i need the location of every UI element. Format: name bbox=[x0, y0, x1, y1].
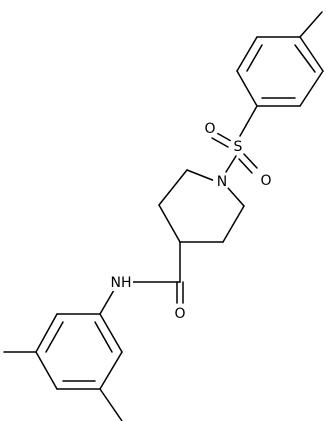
sulfonyl-oxygen-left-atom: O bbox=[201, 119, 219, 137]
bond-piperidine-5 bbox=[222, 205, 245, 243]
bond-piperidine-3 bbox=[158, 204, 181, 243]
sulfonyl-oxygen-left-label: O bbox=[204, 121, 215, 137]
bond-aryl-double-1 bbox=[94, 321, 113, 353]
bond-aryl-methyl-right bbox=[99, 388, 123, 421]
sulfonyl-oxygen-bottom-atom: O bbox=[257, 171, 275, 189]
amide-nitrogen-label: NH bbox=[111, 275, 132, 291]
piperidine-nitrogen-label: N bbox=[217, 174, 227, 190]
bond-tolyl-5 bbox=[236, 36, 258, 72]
carbonyl-oxygen-label: O bbox=[174, 306, 185, 322]
sulfur-atom: S bbox=[229, 137, 247, 155]
bond-aryl-1 bbox=[99, 313, 123, 353]
carbonyl-oxygen-atom: O bbox=[171, 304, 189, 322]
bond-tolyl-2 bbox=[299, 70, 324, 107]
bond-tolyl-double-1 bbox=[294, 44, 316, 73]
bond-ring-to-sulfur bbox=[239, 105, 258, 137]
piperidine-nitrogen-atom: N bbox=[213, 172, 231, 190]
bond-aryl-double-3 bbox=[45, 321, 64, 353]
bond-layer bbox=[3, 11, 324, 421]
amide-nitrogen-atom: NH bbox=[109, 273, 133, 291]
bond-sulfur-oxygen-left-b bbox=[211, 137, 229, 148]
bond-tolyl-double-3 bbox=[246, 44, 263, 72]
bond-sulfur-oxygen-bottom-b bbox=[238, 158, 253, 174]
bond-aryl-5 bbox=[35, 313, 58, 353]
bond-piperidine-6 bbox=[227, 187, 245, 207]
bond-tolyl-4 bbox=[236, 70, 258, 107]
bond-sulfur-oxygen-bottom-a bbox=[243, 153, 258, 169]
sulfur-label: S bbox=[234, 139, 243, 155]
bond-piperidine-2 bbox=[158, 169, 188, 206]
bond-aryl-2 bbox=[99, 351, 123, 390]
bond-top-methyl bbox=[299, 11, 323, 38]
bond-sulfur-to-nitrogen bbox=[225, 155, 237, 173]
atom-label-layer: S O O N NH O bbox=[109, 119, 275, 322]
bond-amide-to-aryl bbox=[99, 289, 115, 315]
bond-tolyl-1 bbox=[299, 36, 324, 72]
bond-aryl-4 bbox=[35, 351, 58, 390]
sulfonyl-oxygen-bottom-label: O bbox=[260, 173, 271, 189]
bond-piperidine-1 bbox=[186, 169, 216, 182]
bond-sulfur-oxygen-left-a bbox=[214, 131, 232, 142]
